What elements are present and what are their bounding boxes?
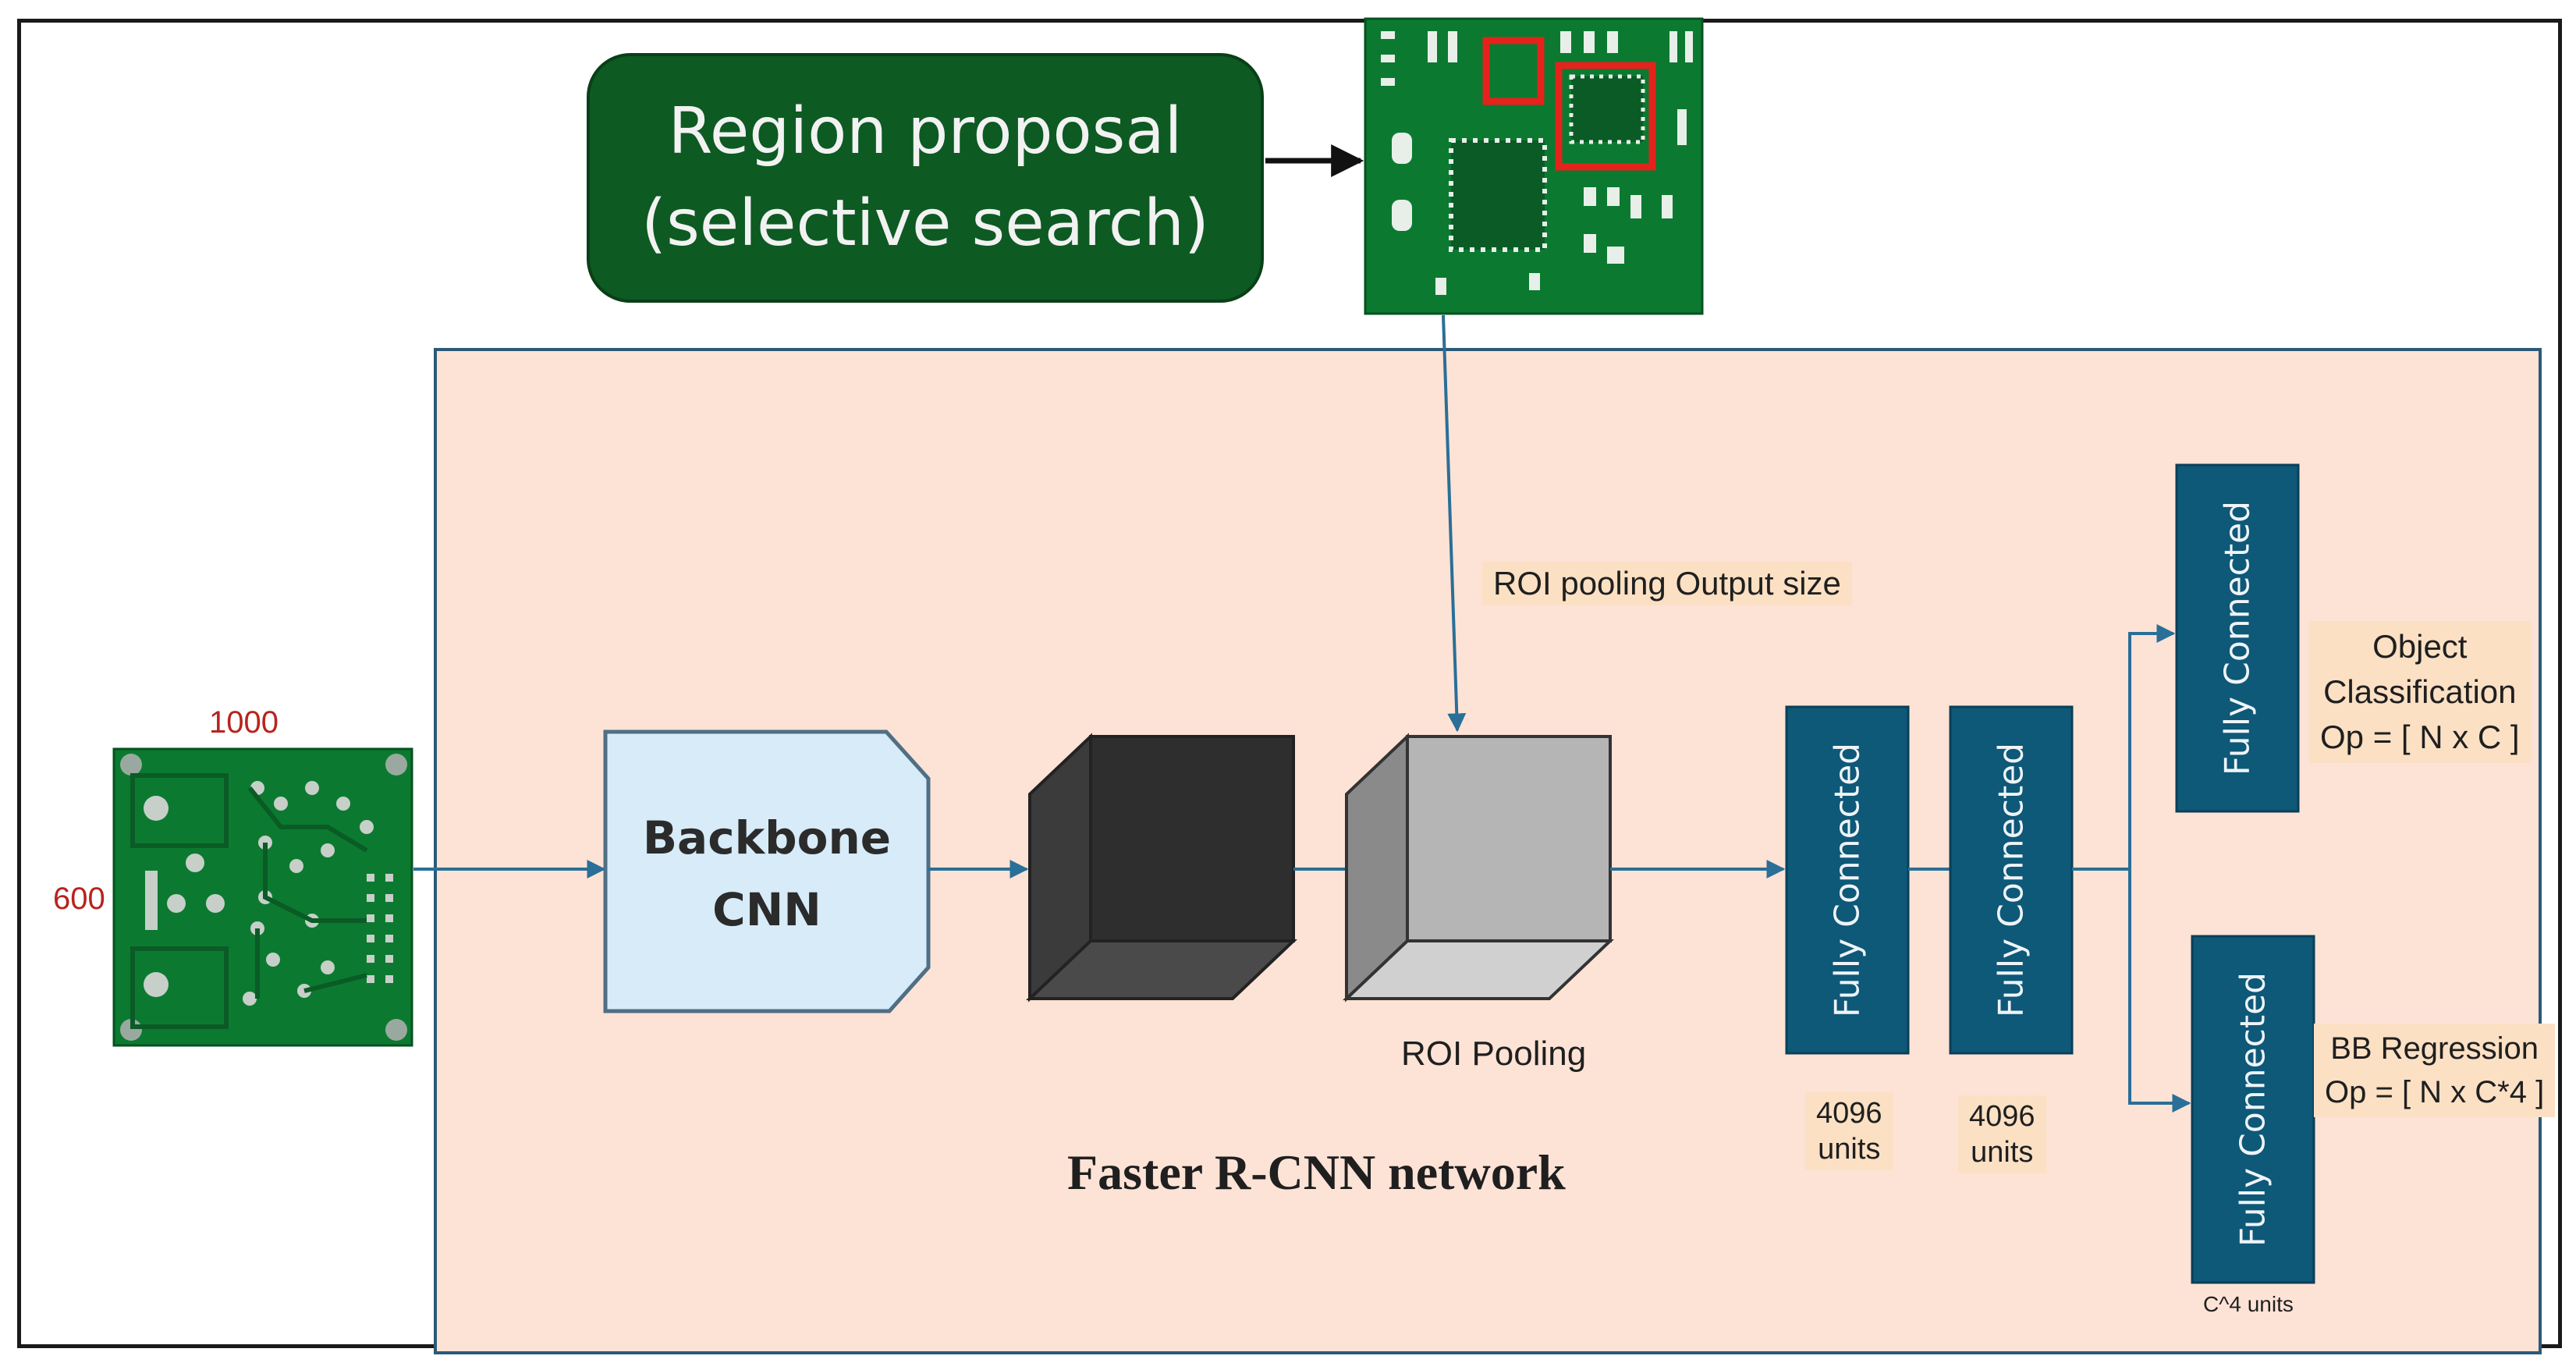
network-title: Faster R-CNN network bbox=[1067, 1145, 1566, 1200]
fc2-units-label: 4096 units bbox=[1958, 1095, 2046, 1173]
backbone-cnn-block bbox=[603, 729, 931, 1013]
input-pcb-image bbox=[112, 747, 413, 1047]
classification-line2: Classification bbox=[2323, 673, 2517, 710]
fc-classification bbox=[2175, 463, 2300, 813]
roi-output-size-label: ROI pooling Output size bbox=[1482, 562, 1852, 605]
region-proposal-box: Region proposal (selective search) bbox=[587, 53, 1264, 303]
fc-regression-label: Fully Connected bbox=[2233, 971, 2273, 1248]
classification-line1: Object bbox=[2372, 628, 2468, 665]
regression-line2: Op = [ N x C*4 ] bbox=[2325, 1075, 2545, 1109]
regression-line1: BB Regression bbox=[2330, 1031, 2539, 1066]
backbone-line2: CNN bbox=[712, 883, 821, 936]
fc2-units-value: 4096 bbox=[1969, 1100, 2035, 1133]
fc-layer-2 bbox=[1949, 705, 2074, 1055]
proposal-to-roi-arrow bbox=[1442, 314, 1467, 733]
fc-classification-label: Fully Connected bbox=[2217, 500, 2258, 776]
fc-layer-2-label: Fully Connected bbox=[1991, 742, 2031, 1018]
fc1-units-label: 4096 units bbox=[1805, 1092, 1893, 1170]
fc2-to-classification-arrow bbox=[2072, 624, 2176, 871]
fc1-units-value: 4096 bbox=[1816, 1097, 1882, 1130]
fc2-to-regression-arrow bbox=[2072, 868, 2191, 1113]
fc-layer-1-label: Fully Connected bbox=[1827, 742, 1868, 1018]
feature-map-cube bbox=[1025, 733, 1298, 1003]
proposal-pcb-image bbox=[1364, 17, 1704, 315]
regression-output-label: BB Regression Op = [ N x C*4 ] bbox=[2314, 1024, 2556, 1117]
fc-layer-1 bbox=[1785, 705, 1910, 1055]
backbone-cnn-label: Backbone CNN bbox=[605, 736, 928, 1011]
region-proposal-line1: Region proposal bbox=[668, 94, 1183, 169]
fc2-units-unit: units bbox=[1971, 1136, 2034, 1169]
bb-units-label: C^4 units bbox=[2203, 1292, 2294, 1316]
fc1-units-unit: units bbox=[1818, 1133, 1881, 1166]
input-width-label: 1000 bbox=[209, 705, 279, 740]
classification-output-label: Object Classification Op = [ N x C ] bbox=[2309, 621, 2531, 763]
backbone-line1: Backbone bbox=[642, 811, 892, 864]
region-proposal-line2: (selective search) bbox=[641, 186, 1209, 261]
roi-pooling-cube bbox=[1342, 733, 1615, 1003]
classification-line3: Op = [ N x C ] bbox=[2320, 719, 2520, 755]
roi-pooling-label: ROI Pooling bbox=[1401, 1035, 1587, 1073]
input-height-label: 600 bbox=[53, 882, 105, 916]
